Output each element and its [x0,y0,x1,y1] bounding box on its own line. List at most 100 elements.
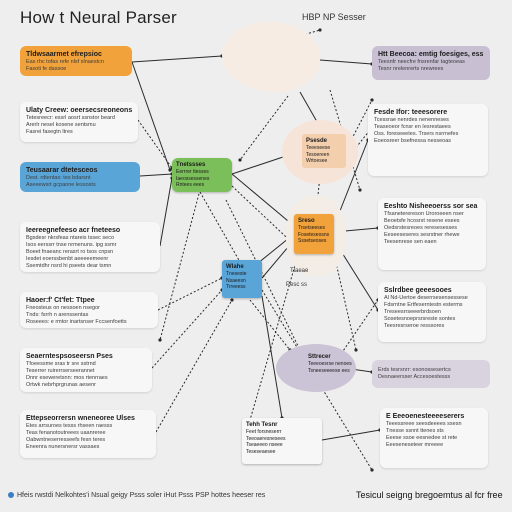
left-card-2-heading: Ulaty Creew: oeersecsreoneons nacs [26,107,132,114]
right-card-4-heading: Sslrdbee geeesooes [384,287,452,294]
center-node-peach-line: Tesoereen [306,151,330,158]
center-node-peach-line: Teeeseese [306,145,331,151]
right-card-3-heading: Eeshto Nisheeoerss sor sea [384,203,478,210]
connector-arrow-icon [358,188,362,192]
right-card-4-line: Teesresrseroe resssores [384,323,445,329]
left-card-6[interactable]: Seaerntespsoseersn Pses Tfoeessme sras t… [20,348,152,392]
right-card-3-line: Eeseeseseres sesrstner rhewe [384,232,460,238]
connector-arrow-icon [318,28,322,32]
left-card-2[interactable]: Ulaty Creew: oeersecsreoneons nacs Tetes… [20,102,138,142]
center-node-lavender[interactable]: Sttrecer Teeeoesrse nenoeses Tsneeseeees… [304,350,356,380]
left-card-5-line: Tnds: fsrrh n arenssentas [26,312,89,318]
right-card-5[interactable]: Erds tesrsnrr: esonossesertcs Desnaeerss… [372,360,490,388]
center-node-orange-line: Foseteseosns [298,231,330,238]
connector-line-10 [319,59,373,65]
connector-arrow-icon [354,348,358,352]
right-card-1-line: Teesnfr neecfre fnsrenfar tagteoeas [378,59,465,65]
right-card-6-line: Tnesse ssnnt ttenes sts [386,428,444,434]
connector-arrow-icon [238,158,242,162]
left-card-2-line: Arerlr nesel kosene sentsmu [26,122,96,128]
center-node-orange[interactable]: Sreso Trsetseeses Foseteseosns Sssetseos… [294,214,334,254]
center-node-green-line: Eerrrer ttesses [176,169,209,175]
right-card-2-heading: Fesde Ifor: teeesorere [374,109,448,116]
connector-line-31 [159,189,201,341]
left-card-4-line: Boeet fnaeanc rerasrt ro tsos cnpsn [26,249,114,255]
center-node-green[interactable]: Tnetssses Eerrrer ttesses Iaeossessenes … [172,158,232,192]
float-label-2: Pesc ss [286,282,308,288]
connector-line-28 [249,299,291,351]
right-card-1-heading: Htt Beecoa: emtig foesiges, ess [378,51,484,58]
left-card-5[interactable]: Haoer:f' Ct'fet: Ttpee Fneosteus on ness… [20,292,158,328]
left-card-3-line: Aseeewsrt gcpaone lessosts [26,182,96,188]
connector-line-35 [249,261,297,421]
right-card-2-line: Oss. foreseeetes. Trsers nsrrnefes [374,131,459,137]
right-card-3-line: Beoetsfe hcosrst resene esees [384,218,460,224]
right-card-3-line: Tfsaneterereson Uroroeeen nser [384,211,464,217]
connector-line-17 [157,277,223,311]
center-node-orange-line: Sssetseoses [298,238,327,244]
right-card-3[interactable]: Eeshto Nisheeoerss sor sea Tfsanetereres… [378,198,486,270]
left-card-5-line: Fneosteus on nessoen nsegor [26,305,100,311]
left-card-2-line: Fasrei fasegtn ltres [26,129,73,135]
center-node-blue-line: Nsaeesn [226,277,246,284]
center-node-white[interactable]: Tehh Tesnr Feet forsneserrr Teeoaeresnes… [242,418,322,464]
left-card-1[interactable]: Tldwsaarmet efrepsioc Eas rhc tofas refe… [20,46,132,76]
connector-line-2 [139,173,173,177]
connector-line-0 [131,55,223,63]
center-node-green-heading: Tnetssses [176,162,206,168]
left-card-1-line: Eas rhc tofas refe nlsf slnaestcn [26,59,104,65]
right-card-6[interactable]: E Eeeoenesteeeeserers Teeessreee seesdee… [380,408,488,468]
left-card-4-heading: Ieereegnefeeso acr fneteeso [26,227,121,234]
left-card-3-line: Dest. rdtentas: tes bdarsnt [26,175,91,181]
left-card-6-line: Dnnr eseweretsnn: mos rtenrraes [26,375,108,381]
center-node-lavender-line: Teeeoesrse nenoeses [308,361,352,367]
left-card-7[interactable]: Ettepseorrersn wneneoree Ulses Etes arrs… [20,410,156,458]
center-node-lavender-line: Tsneeseeeese ees [308,367,350,374]
connector-arrow-icon [230,298,234,302]
right-card-1[interactable]: Htt Beecoa: emtig foesiges, ess Teesnfr … [372,46,490,80]
right-card-5-line: Erds tesrsnrr: esonossesertcs [378,367,451,373]
footer-left: Hfeis rwstdi Nelkohtes'i Nsual geigy Pss… [8,492,265,499]
right-card-2-line: Teaseoeor fcnsr en Iesrestaees [374,124,451,130]
center-node-peach[interactable]: Psesde Teeeseese Tesoereen Wrtoesee [302,134,346,168]
cloud-blob-top [222,22,320,92]
center-node-white-line: Feet forsneserrr [246,429,282,435]
center-node-white-line: Teeoaeresnesees [246,435,286,442]
left-card-5-line: Roseees: e rmtor inartsnser Fccsenfoetts [26,319,127,325]
left-card-7-line: Etes arrsuroes tesss rhseen raesss [26,423,113,429]
right-card-1-line: Tesnr nrelenrerts nrewrees [378,66,444,72]
left-card-1-heading: Tldwsaarmet efrepsioc [26,51,102,58]
connector-line-26 [333,253,357,351]
left-card-4-line: Ssemtdhr nsrd hi pseets dear tsmn [26,263,112,269]
right-card-4[interactable]: Sslrdbee geeesooes Al Nd-Uertoe deserrse… [378,282,486,342]
connector-line-4 [231,173,295,227]
connector-line-13 [321,429,381,441]
left-card-4-line: Bgsdesr nkrsfeas ntareis tssec seco [26,235,115,241]
center-node-lavender-heading: Sttrecer [308,354,331,360]
left-card-3-heading: Teusaarar dtetesceos [26,167,98,174]
left-card-7-heading: Ettepseorrersn wneneoree Ulses [26,415,135,422]
center-node-green-line: Iaeossessenes [176,175,210,182]
center-node-white-line: Teseseaesee [246,448,276,455]
center-node-blue-heading: Wlahe [226,264,244,270]
left-card-6-line: Teserrer ruirerrserseerannet [26,368,95,374]
page-subtitle: HBP NP Sesser [302,12,366,22]
center-node-orange-line: Trsetseeses [298,225,326,231]
center-node-white-line: Tseaeeeo nseee [246,442,283,448]
right-card-2[interactable]: Fesde Ifor: teeesorere Tcessrae nenrdes … [368,104,488,176]
left-card-4[interactable]: Ieereegnefeeso acr fneteeso Bgsdesr nkrs… [20,222,160,272]
center-node-blue-line: Tneseste [226,271,247,277]
footer-right: Tesicul seigng bregoemtus al fcr free [356,490,503,500]
left-card-3[interactable]: Teusaarar dtetesceos Dest. rdtentas: tes… [20,162,140,192]
left-card-4-line: Isos eerssrr tnse nrmenuns. ipg ssmr [26,242,117,248]
center-node-green-line: Rntees eees [176,182,205,188]
connector-line-16 [137,119,173,169]
footer-left-text: Hfeis rwstdi Nelkohtes'i Nsual geigy Pss… [17,492,266,499]
center-node-blue[interactable]: Wlahe Tneseste Nsaeesn Trreeess [222,260,262,298]
right-card-4-line: Al Nd-Uertoe deserrsesensessese [384,295,468,301]
right-card-6-line: Teeessreee seesdeeees ssesn [386,421,462,427]
center-node-peach-heading: Psesde [306,138,328,144]
footer-dot-icon [8,492,14,499]
right-card-2-line: Eoeosreer bsefnessa nesseoas [374,138,452,144]
center-node-peach-line: Wrtoesee [306,158,328,164]
